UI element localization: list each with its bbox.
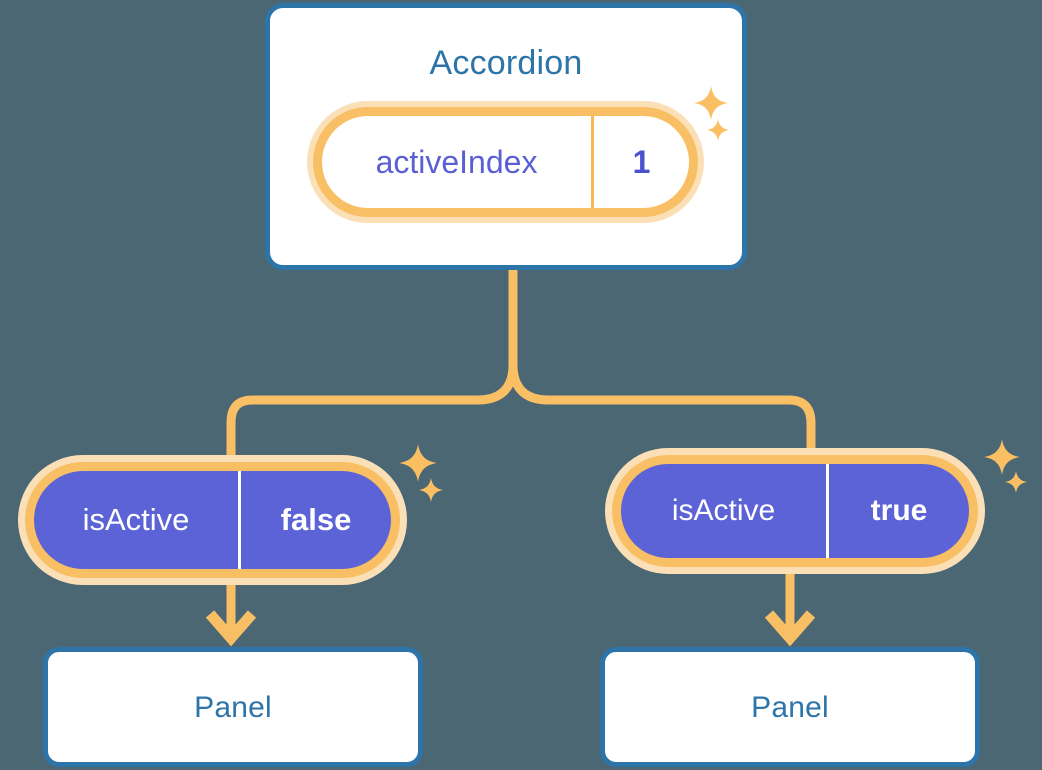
state-value-label: false: [280, 502, 352, 537]
panel-title: Panel: [194, 691, 272, 724]
arrow-down-icon-right: [764, 573, 816, 647]
state-key-label: activeIndex: [322, 116, 594, 208]
connector-left-branch: [226, 360, 518, 473]
panel-title: Panel: [751, 691, 829, 724]
state-value-label: true: [870, 494, 928, 527]
panel-card-right[interactable]: Panel: [600, 647, 980, 767]
state-pill-activeindex[interactable]: activeIndex 1: [322, 116, 689, 208]
state-key-label: isActive: [621, 464, 829, 558]
page-title: Accordion: [429, 44, 583, 82]
state-pill-isactive-false[interactable]: isActive false: [34, 471, 391, 569]
sparkle-icon: [983, 438, 1021, 476]
arrow-down-icon-left: [205, 583, 257, 647]
sparkle-icon: [398, 443, 438, 483]
sparkle-small-icon: [1004, 470, 1028, 494]
panel-card-left[interactable]: Panel: [43, 647, 423, 767]
state-pill-isactive-true[interactable]: isActive true: [621, 464, 969, 558]
state-key-label: isActive: [34, 471, 241, 569]
sparkle-small-icon: [418, 477, 444, 503]
state-value-label: 1: [632, 143, 651, 180]
